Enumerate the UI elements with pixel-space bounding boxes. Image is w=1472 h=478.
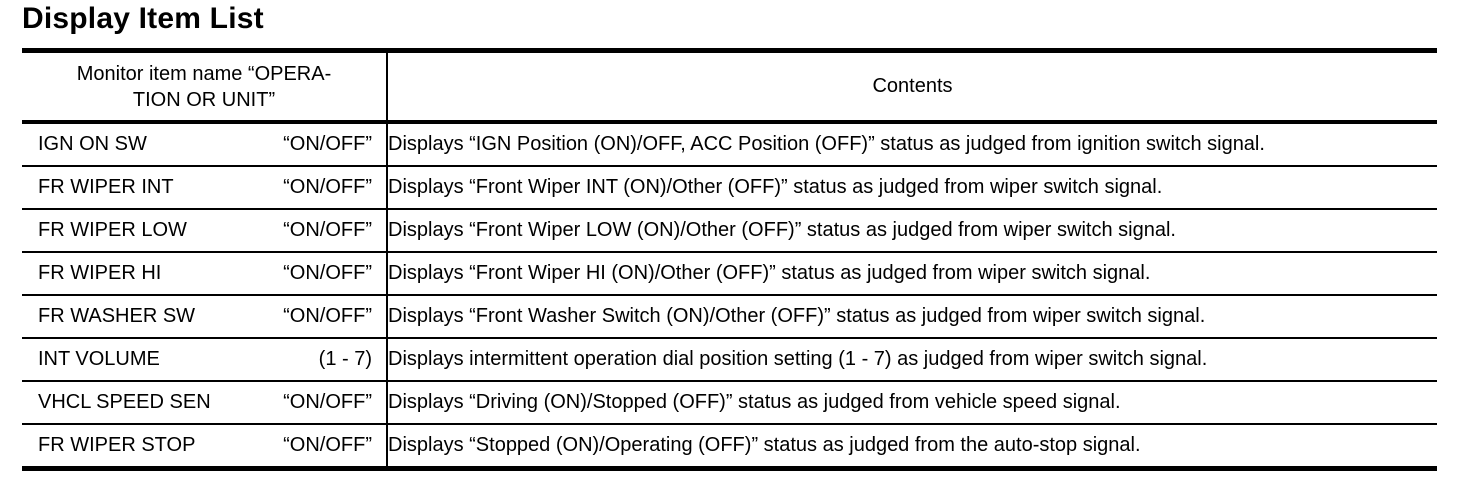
header-cell-contents: Contents [387, 50, 1437, 124]
monitor-item-unit: “ON/OFF” [283, 305, 372, 327]
monitor-item-unit: “ON/OFF” [283, 219, 372, 241]
monitor-item-cell: FR WIPER STOP “ON/OFF” [22, 423, 388, 469]
monitor-item-unit: “ON/OFF” [283, 262, 372, 284]
contents-cell: Displays “Front Washer Switch (ON)/Other… [387, 294, 1437, 338]
monitor-item-unit: (1 - 7) [318, 348, 372, 370]
table-row: FR WIPER INT “ON/OFF” Displays “Front Wi… [22, 165, 1437, 209]
monitor-item-cell: FR WIPER INT “ON/OFF” [22, 165, 388, 209]
monitor-item-name: FR WIPER INT [38, 176, 174, 198]
contents-cell: Displays intermittent operation dial pos… [387, 337, 1437, 381]
monitor-item-unit: “ON/OFF” [283, 133, 372, 155]
table-header: Monitor item name “OPERA- TION OR UNIT” … [22, 50, 1437, 124]
monitor-item-name: FR WIPER STOP [38, 434, 196, 456]
monitor-item-name: INT VOLUME [38, 348, 160, 370]
header-cell-monitor-item-name: Monitor item name “OPERA- TION OR UNIT” [22, 50, 388, 124]
table-body: IGN ON SW “ON/OFF” Displays “IGN Positio… [22, 121, 1437, 469]
header-monitor-line2: TION OR UNIT” [132, 88, 276, 111]
contents-cell: Displays “Front Wiper HI (ON)/Other (OFF… [387, 251, 1437, 295]
monitor-item-name: FR WASHER SW [38, 305, 196, 327]
contents-cell: Displays “Front Wiper LOW (ON)/Other (OF… [387, 208, 1437, 252]
table-row: FR WIPER HI “ON/OFF” Displays “Front Wip… [22, 251, 1437, 295]
monitor-item-cell: FR WIPER LOW “ON/OFF” [22, 208, 388, 252]
monitor-item-name: VHCL SPEED SEN [38, 391, 211, 413]
monitor-item-unit: “ON/OFF” [283, 434, 372, 456]
table-row: VHCL SPEED SEN “ON/OFF” Displays “Drivin… [22, 380, 1437, 424]
contents-cell: Displays “Driving (ON)/Stopped (OFF)” st… [387, 380, 1437, 424]
page-title: Display Item List [22, 2, 264, 35]
header-row: Monitor item name “OPERA- TION OR UNIT” … [22, 50, 1437, 124]
contents-cell: Displays “IGN Position (ON)/OFF, ACC Pos… [387, 121, 1437, 166]
monitor-item-unit: “ON/OFF” [283, 176, 372, 198]
table-row: INT VOLUME (1 - 7) Displays intermittent… [22, 337, 1437, 381]
monitor-item-name: FR WIPER LOW [38, 219, 187, 241]
monitor-item-cell: VHCL SPEED SEN “ON/OFF” [22, 380, 388, 424]
display-item-table: Monitor item name “OPERA- TION OR UNIT” … [22, 48, 1437, 471]
monitor-item-name: IGN ON SW [38, 133, 147, 155]
contents-cell: Displays “Front Wiper INT (ON)/Other (OF… [387, 165, 1437, 209]
monitor-item-cell: FR WASHER SW “ON/OFF” [22, 294, 388, 338]
table-row: FR WIPER LOW “ON/OFF” Displays “Front Wi… [22, 208, 1437, 252]
table-row: IGN ON SW “ON/OFF” Displays “IGN Positio… [22, 121, 1437, 166]
monitor-item-unit: “ON/OFF” [283, 391, 372, 413]
header-monitor-line1: Monitor item name “OPERA- [76, 62, 332, 85]
table-row: FR WIPER STOP “ON/OFF” Displays “Stopped… [22, 423, 1437, 469]
monitor-item-name: FR WIPER HI [38, 262, 162, 284]
contents-cell: Displays “Stopped (ON)/Operating (OFF)” … [387, 423, 1437, 469]
monitor-item-cell: FR WIPER HI “ON/OFF” [22, 251, 388, 295]
monitor-item-cell: INT VOLUME (1 - 7) [22, 337, 388, 381]
monitor-item-cell: IGN ON SW “ON/OFF” [22, 121, 388, 166]
table-row: FR WASHER SW “ON/OFF” Displays “Front Wa… [22, 294, 1437, 338]
